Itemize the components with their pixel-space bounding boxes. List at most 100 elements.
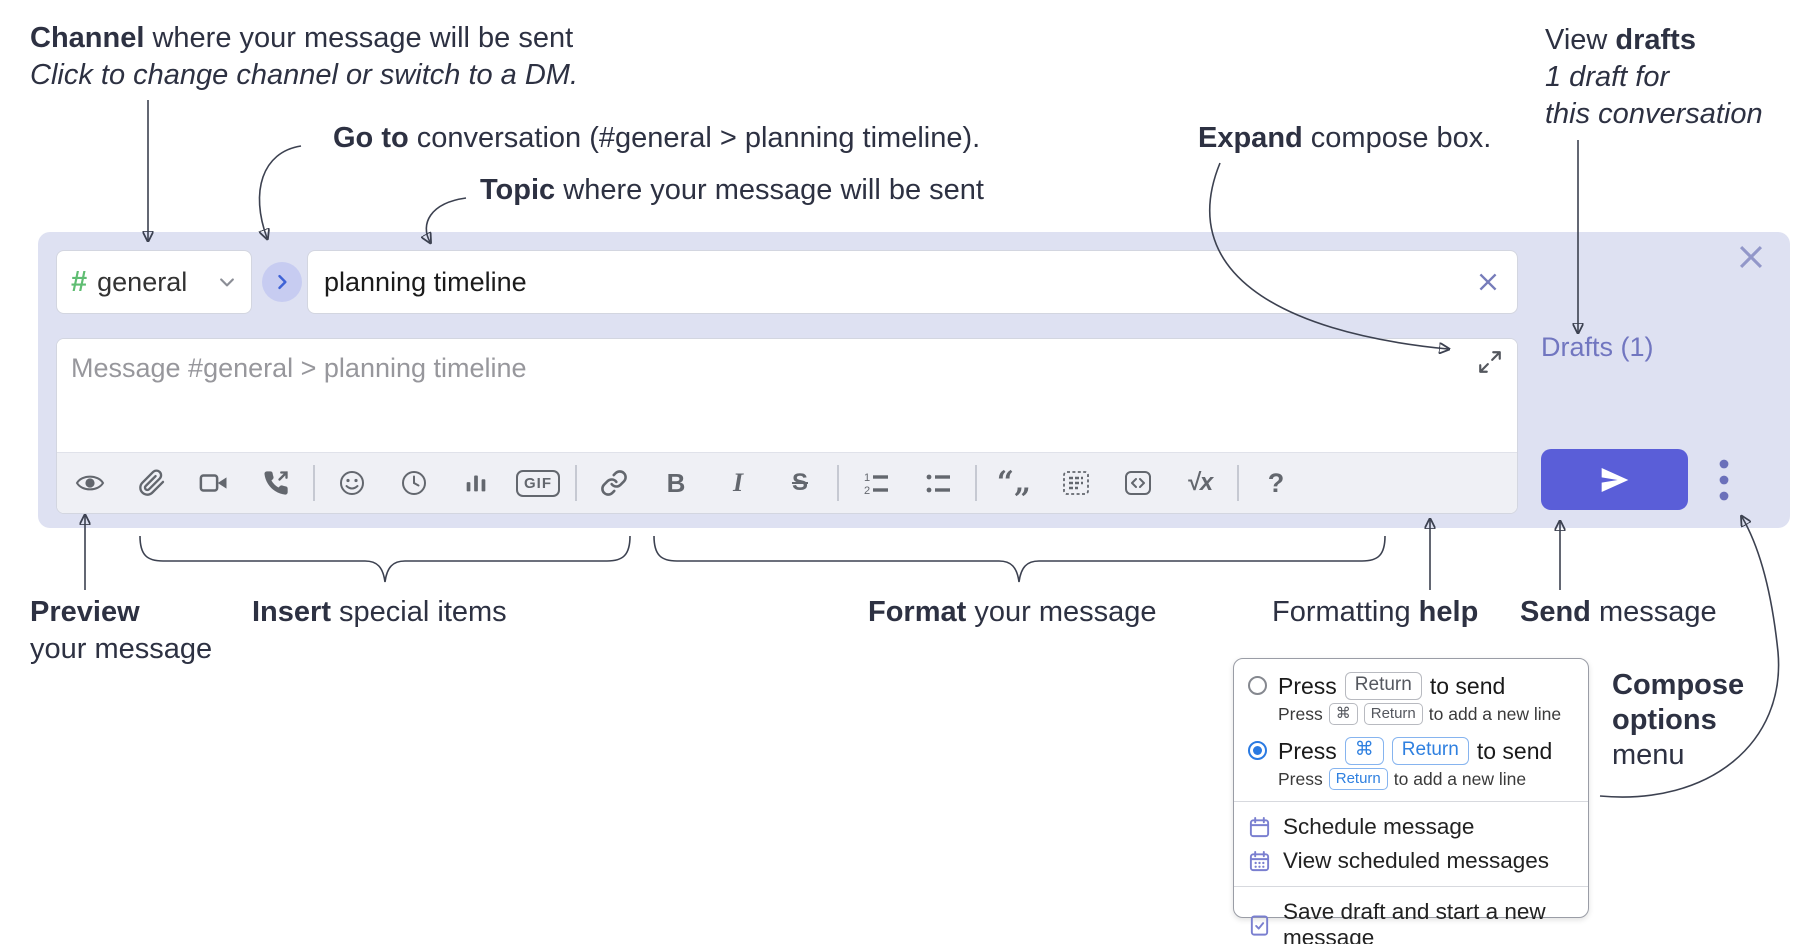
italic-icon[interactable]: I [707,459,769,507]
annotation-send-rest: message [1590,596,1717,628]
option2-sub-suffix: to add a new line [1393,768,1527,789]
menu-item-save-draft[interactable]: Save draft and start a new message [1234,895,1588,944]
chevron-down-icon [220,278,234,287]
strikethrough-icon[interactable]: S [769,459,831,507]
math-glyph: √x [1186,469,1214,496]
annotation-expand-bold: Expand [1198,122,1303,154]
compose-options-menu-button[interactable] [1709,454,1739,506]
bold-icon[interactable]: B [645,459,707,507]
poll-icon[interactable] [445,459,507,507]
channel-selector[interactable]: # general [56,250,252,314]
brace-insert [139,535,631,583]
bold-glyph: B [666,467,686,498]
svg-text:2: 2 [864,485,870,497]
channel-name: general [97,266,188,297]
help-glyph: ? [1267,467,1285,498]
bulleted-list-icon[interactable] [907,459,969,507]
annotation-preview: Preview your message [30,594,212,668]
option1-sub-press: Press [1278,703,1323,724]
video-call-icon[interactable] [183,459,245,507]
link-icon[interactable] [583,459,645,507]
topic-value: planning timeline [324,266,527,297]
annotation-insert: Insert special items [252,594,507,631]
annotation-goto-bold: Go to [333,122,409,154]
menu-item-label: Schedule message [1283,814,1475,839]
option1-sub-suffix: to add a new line [1428,703,1562,724]
annotation-send: Send message [1520,594,1717,631]
annotation-topic-bold: Topic [480,174,556,206]
compose-box: # general planning timeline Message #gen… [38,232,1790,528]
annotation-format-rest: your message [966,596,1157,628]
annotation-topic-rest: where your message will be sent [555,174,984,206]
italic-glyph: I [732,468,744,497]
key-return-blue: Return [1391,737,1469,765]
clear-topic-icon[interactable] [1475,269,1501,295]
annotation-help-bold: help [1418,596,1479,628]
preview-icon[interactable] [59,459,121,507]
key-cmd-blue: ⌘ [1344,737,1384,765]
annotation-help-pre: Formatting [1272,596,1419,628]
gif-icon[interactable]: GIF [507,459,569,507]
annotation-view-drafts: View drafts 1 draft for this conversatio… [1545,22,1763,133]
close-compose-icon[interactable] [1734,240,1768,274]
compose-options-menu: Press Return to send Press ⌘ Return to a… [1233,658,1589,944]
spoiler-icon[interactable] [1045,459,1107,507]
menu-option-cmd-enter-to-send[interactable]: Press ⌘ Return to send Press Return to a… [1234,734,1588,793]
brace-format [653,535,1386,583]
annotation-drafts-bold: drafts [1615,24,1696,56]
annotation-insert-rest: special items [330,596,507,628]
annotation-drafts-line3: this conversation [1545,98,1763,130]
menu-item-label: View scheduled messages [1283,848,1549,873]
menu-item-schedule-message[interactable]: Schedule message [1234,810,1588,844]
quote-glyphs: “„ [996,465,1032,500]
key-cmd: ⌘ [1328,703,1358,725]
option2-sub-press: Press [1278,768,1323,789]
menu-divider [1234,886,1588,887]
vertical-dots-icon [1719,459,1729,501]
annotation-format-bold: Format [868,596,967,628]
key-return: Return [1363,703,1423,725]
menu-item-view-scheduled-messages[interactable]: View scheduled messages [1234,844,1588,878]
svg-text:1: 1 [864,472,870,484]
annotation-preview-bold: Preview [30,596,140,628]
formatting-help-icon[interactable]: ? [1245,459,1307,507]
menu-item-label: Save draft and start a new message [1283,899,1546,944]
annotation-drafts-line2: 1 draft for [1545,61,1670,93]
annotation-channel-bold: Channel [30,22,145,54]
annotation-expand-rest: compose box. [1302,122,1492,154]
option2-press: Press [1278,737,1337,764]
message-box: Message #general > planning timeline [56,338,1518,514]
math-icon[interactable]: √x [1169,459,1231,507]
toolbar-divider [837,465,839,501]
key-return-blue: Return [1328,768,1388,790]
attach-file-icon[interactable] [121,459,183,507]
send-button[interactable] [1541,449,1688,510]
message-input[interactable]: Message #general > planning timeline [57,339,1517,452]
radio-unselected-icon[interactable] [1248,676,1267,695]
drafts-link[interactable]: Drafts (1) [1541,332,1654,362]
emoji-icon[interactable] [321,459,383,507]
annotation-preview-line2: your message [30,633,213,665]
expand-compose-icon[interactable] [1477,349,1503,375]
annotation-compose-options: Compose options menu [1612,668,1744,773]
quote-icon[interactable]: “„ [983,459,1045,507]
menu-option-enter-to-send[interactable]: Press Return to send Press ⌘ Return to a… [1234,669,1588,728]
topic-input[interactable]: planning timeline [307,250,1518,314]
voice-call-icon[interactable] [245,459,307,507]
code-icon[interactable] [1107,459,1169,507]
option1-suffix: to send [1429,672,1506,699]
annotation-channel: Channel where your message will be sent … [30,20,578,94]
radio-selected-icon[interactable] [1248,741,1267,760]
calendar-dots-icon [1249,850,1270,871]
time-icon[interactable] [383,459,445,507]
annotation-compose-line2: options [1612,704,1717,736]
annotation-compose-line3: menu [1612,739,1685,771]
go-to-conversation-button[interactable] [262,262,302,302]
send-icon [1601,467,1628,492]
annotation-channel-rest: where your message will be sent [144,22,574,54]
menu-divider [1234,801,1588,802]
option2-suffix: to send [1476,737,1553,764]
